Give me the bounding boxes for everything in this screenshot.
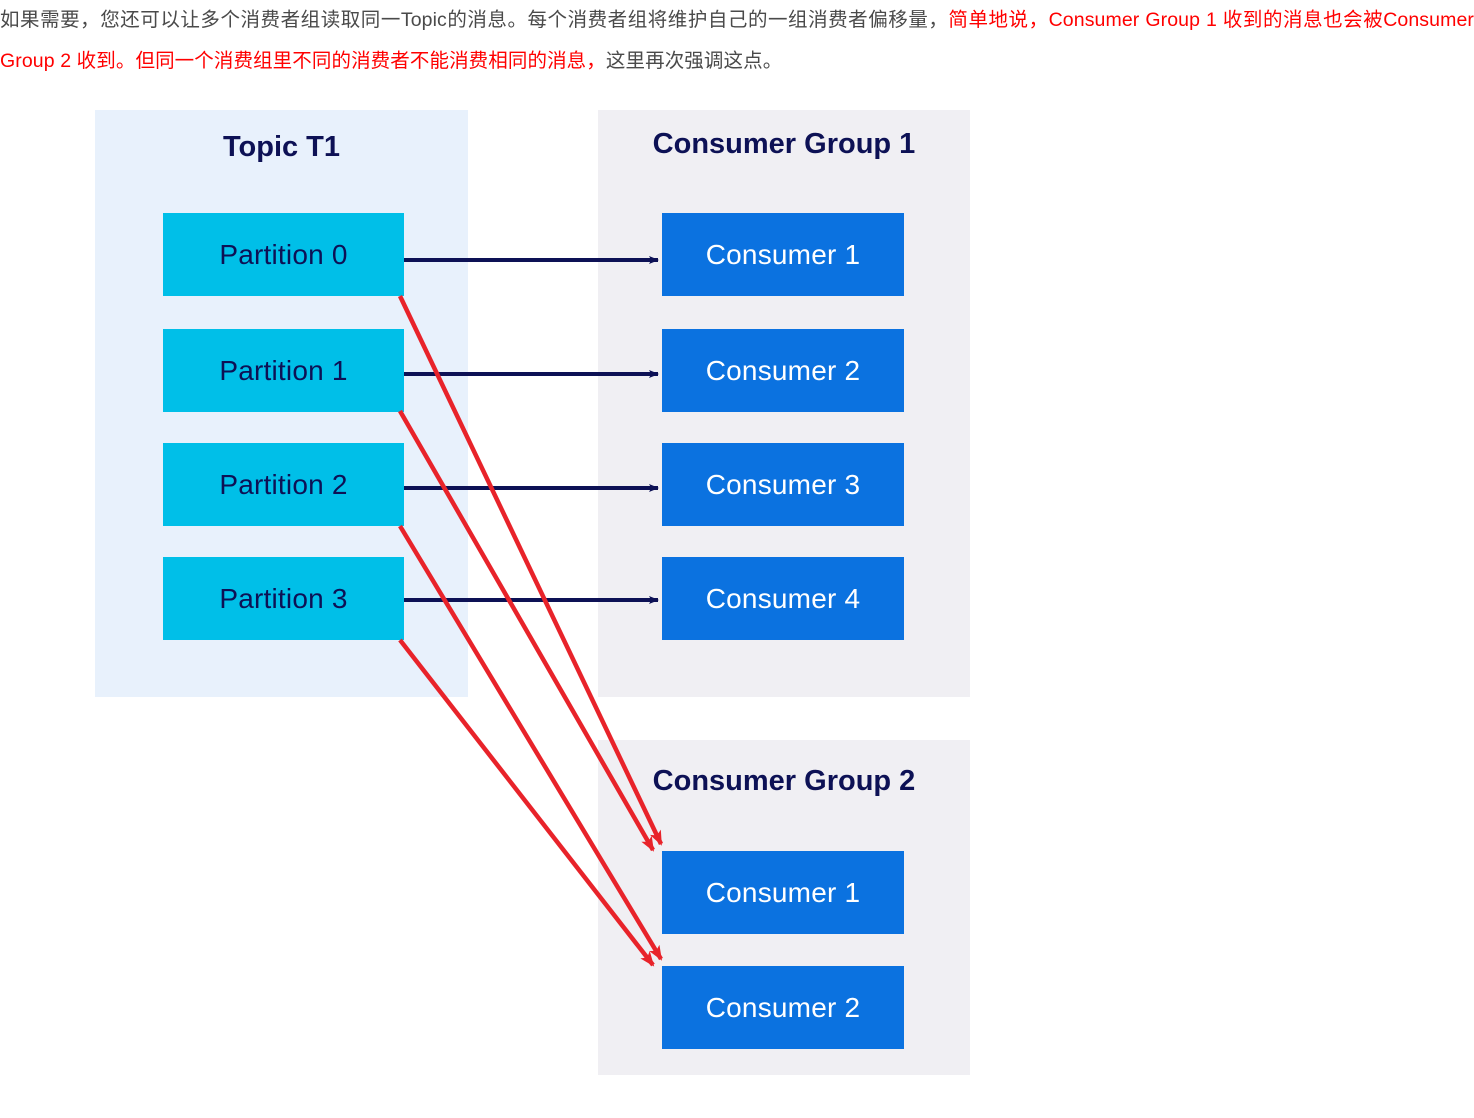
node-partition-2[interactable]: Partition 2 (163, 443, 404, 526)
paragraph-segment-highlight: 简单地说，Consumer Group 1 收到的消息也会被Consumer G… (0, 9, 1474, 72)
node-label: Consumer 1 (705, 238, 861, 270)
node-label: Consumer 2 (705, 991, 861, 1023)
node-label: Consumer 3 (705, 468, 861, 500)
paragraph-segment-normal-2: 这里再次强调这点。 (605, 50, 783, 72)
node-group1-consumer-2[interactable]: Consumer 2 (662, 329, 904, 412)
node-label: Partition 3 (219, 582, 348, 614)
node-partition-0[interactable]: Partition 0 (163, 213, 404, 296)
node-label: Consumer 2 (705, 354, 861, 386)
paragraph-segment-normal-1: 如果需要，您还可以让多个消费者组读取同一Topic的消息。每个消费者组将维护自己… (0, 9, 949, 31)
panel-title-consumer-group-2: Consumer Group 2 (652, 765, 916, 797)
node-label: Partition 1 (219, 354, 348, 386)
node-group1-consumer-4[interactable]: Consumer 4 (662, 557, 904, 640)
node-label: Consumer 1 (705, 876, 861, 908)
node-partition-1[interactable]: Partition 1 (163, 329, 404, 412)
node-label: Partition 0 (219, 238, 348, 270)
node-group2-consumer-2[interactable]: Consumer 2 (662, 966, 904, 1049)
node-group1-consumer-1[interactable]: Consumer 1 (662, 213, 904, 296)
panel-title-consumer-group-1: Consumer Group 1 (652, 128, 916, 160)
node-label: Consumer 4 (705, 582, 861, 614)
node-partition-3[interactable]: Partition 3 (163, 557, 404, 640)
node-group2-consumer-1[interactable]: Consumer 1 (662, 851, 904, 934)
panel-title-topic-t1: Topic T1 (222, 131, 341, 163)
node-group1-consumer-3[interactable]: Consumer 3 (662, 443, 904, 526)
node-label: Partition 2 (219, 468, 348, 500)
intro-paragraph: 如果需要，您还可以让多个消费者组读取同一Topic的消息。每个消费者组将维护自己… (0, 0, 1474, 82)
